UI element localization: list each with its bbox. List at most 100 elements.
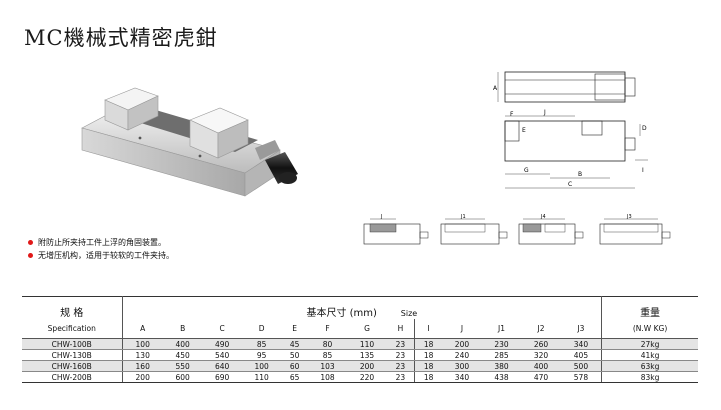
weight-header-cn: 重量 [640, 307, 661, 319]
value-cell: 200 [122, 371, 163, 383]
dims-header-label: 基本尺寸 (mm) [306, 307, 377, 319]
col-header: G [347, 318, 387, 339]
bullet-icon [28, 253, 33, 258]
size-label: Size [400, 308, 418, 318]
mini-label-j4: J4 [540, 214, 546, 220]
feature-item: 无增压机构，适用于较软的工件夹持。 [28, 249, 174, 262]
weight-cell: 27kg [601, 338, 698, 350]
value-cell: 540 [202, 349, 242, 361]
dim-label-e: E [522, 127, 526, 134]
value-cell: 578 [560, 371, 603, 383]
mini-label-j3: J3 [626, 214, 632, 220]
value-cell: 108 [307, 371, 348, 383]
dims-header: 基本尺寸 (mm) Size [122, 296, 603, 319]
value-cell: 23 [386, 360, 415, 372]
value-cell: 380 [481, 360, 522, 372]
col-header: J [442, 318, 482, 339]
jaw-config-drawing-2: J1 [440, 214, 508, 245]
col-header: C [202, 318, 242, 339]
value-cell: 320 [521, 349, 561, 361]
col-header: E [281, 318, 308, 339]
value-cell: 60 [281, 360, 308, 372]
feature-text: 附防止所夹持工件上浮的角固装置。 [38, 238, 166, 247]
model-cell: CHW-130B [22, 349, 123, 361]
col-header: A [122, 318, 163, 339]
value-cell: 640 [202, 360, 242, 372]
value-cell: 85 [241, 338, 282, 350]
value-cell: 340 [560, 338, 603, 350]
dim-label-d: D [642, 125, 647, 132]
value-cell: 85 [307, 349, 348, 361]
value-cell: 285 [481, 349, 522, 361]
weight-cell: 83kg [601, 371, 698, 383]
value-cell: 18 [414, 338, 443, 350]
value-cell: 100 [241, 360, 282, 372]
value-cell: 45 [281, 338, 308, 350]
feature-item: 附防止所夹持工件上浮的角固装置。 [28, 236, 174, 249]
weight-cell: 63kg [601, 360, 698, 372]
dim-label-g: G [524, 167, 529, 174]
value-cell: 110 [241, 371, 282, 383]
value-cell: 50 [281, 349, 308, 361]
model-cell: CHW-100B [22, 338, 123, 350]
dim-label-b: B [578, 171, 582, 178]
value-cell: 160 [122, 360, 163, 372]
value-cell: 23 [386, 338, 415, 350]
col-header: J1 [481, 318, 522, 339]
value-cell: 95 [241, 349, 282, 361]
weight-header-en: (N.W KG) [601, 318, 698, 339]
value-cell: 405 [560, 349, 603, 361]
value-cell: 200 [442, 338, 482, 350]
table-row: CHW-200B 200 600 690 110 65 108 220 23 1… [22, 371, 698, 383]
dim-label-i: I [642, 167, 644, 174]
value-cell: 23 [386, 349, 415, 361]
value-cell: 490 [202, 338, 242, 350]
value-cell: 130 [122, 349, 163, 361]
model-cell: CHW-200B [22, 371, 123, 383]
value-cell: 135 [347, 349, 387, 361]
value-cell: 230 [481, 338, 522, 350]
value-cell: 110 [347, 338, 387, 350]
col-header: I [414, 318, 443, 339]
value-cell: 23 [386, 371, 415, 383]
value-cell: 500 [560, 360, 603, 372]
value-cell: 400 [162, 338, 203, 350]
dim-label-a: A [493, 85, 498, 92]
value-cell: 260 [521, 338, 561, 350]
value-cell: 600 [162, 371, 203, 383]
value-cell: 340 [442, 371, 482, 383]
table-row: CHW-130B 130 450 540 95 50 85 135 23 18 … [22, 349, 698, 361]
value-cell: 80 [307, 338, 348, 350]
value-cell: 400 [521, 360, 561, 372]
jaw-config-drawing-4: J3 [599, 214, 671, 245]
jaw-config-drawing-3: J4 [518, 214, 584, 245]
value-cell: 18 [414, 349, 443, 361]
value-cell: 220 [347, 371, 387, 383]
dim-label-j: J [543, 109, 546, 116]
col-header: F [307, 318, 348, 339]
table-row: CHW-160B 160 550 640 100 60 103 200 23 1… [22, 360, 698, 372]
weight-cell: 41kg [601, 349, 698, 361]
value-cell: 200 [347, 360, 387, 372]
dim-label-f: F [510, 111, 514, 118]
feature-text: 无增压机构，适用于较软的工件夹持。 [38, 251, 174, 260]
value-cell: 470 [521, 371, 561, 383]
value-cell: 100 [122, 338, 163, 350]
dim-label-c: C [568, 181, 572, 188]
value-cell: 18 [414, 371, 443, 383]
value-cell: 438 [481, 371, 522, 383]
value-cell: 690 [202, 371, 242, 383]
mini-label-j: J [380, 214, 382, 220]
value-cell: 550 [162, 360, 203, 372]
col-header: J2 [521, 318, 561, 339]
jaw-config-drawing-1: J [363, 214, 429, 245]
table-row: CHW-100B 100 400 490 85 45 80 110 23 18 … [22, 338, 698, 350]
mini-label-j1: J1 [460, 214, 466, 220]
value-cell: 18 [414, 360, 443, 372]
col-header: D [241, 318, 282, 339]
col-header: B [162, 318, 203, 339]
model-cell: CHW-160B [22, 360, 123, 372]
spec-table: 规 格 基本尺寸 (mm) Size 重量 Specification A B … [22, 296, 698, 383]
col-header: J3 [560, 318, 603, 339]
value-cell: 240 [442, 349, 482, 361]
